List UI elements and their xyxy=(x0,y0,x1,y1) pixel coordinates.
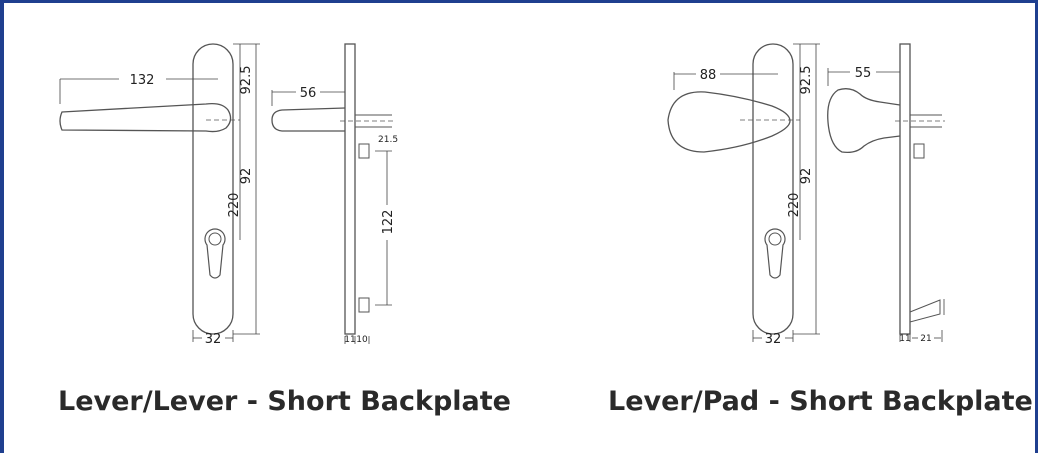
cylinder-hole xyxy=(768,232,782,246)
backplate-outline xyxy=(192,43,234,335)
right-side-view: 55 11 21 xyxy=(827,43,945,344)
dim-total-height: 220 xyxy=(787,193,802,218)
lever-side xyxy=(271,107,346,132)
dim-lever-to-cylinder: 92 xyxy=(799,168,814,185)
pad-side xyxy=(827,88,901,154)
dim-fixing-centres: 122 xyxy=(381,210,396,235)
dim-top-height: 92.5 xyxy=(239,66,254,95)
dim-spindle: 21.5 xyxy=(378,135,398,145)
dim-total-height: 220 xyxy=(227,193,242,218)
caption-lever-pad: Lever/Pad - Short Backplate xyxy=(608,386,1033,417)
dim-lever-length: 132 xyxy=(130,73,155,88)
dim-width: 32 xyxy=(765,332,782,347)
backplate-side xyxy=(899,43,911,335)
dim-plate-thickness-b: 21 xyxy=(920,334,931,344)
dim-lever-to-cylinder: 92 xyxy=(239,168,254,185)
dim-plate-thickness-a: 11 xyxy=(899,334,910,344)
right-front-view: 88 92.5 92 220 32 xyxy=(667,43,820,347)
left-side-view: 21.5 56 122 11 10 xyxy=(271,43,398,345)
lever-handle xyxy=(59,102,232,133)
dim-top-height: 92.5 xyxy=(799,66,814,95)
dim-width: 32 xyxy=(205,332,222,347)
frame-border-right xyxy=(1035,0,1038,453)
pad-handle xyxy=(667,91,791,153)
dim-lever-length: 88 xyxy=(700,68,717,83)
backplate-outline xyxy=(752,43,794,335)
dim-plate-thickness-a: 11 xyxy=(344,335,355,345)
caption-lever-lever: Lever/Lever - Short Backplate xyxy=(58,386,511,417)
dim-plate-thickness-b: 10 xyxy=(356,335,368,345)
dim-pad-projection: 55 xyxy=(855,66,872,81)
euro-cylinder-cutout xyxy=(204,228,226,279)
dim-lever-projection: 56 xyxy=(300,86,317,101)
euro-cylinder-cutout xyxy=(764,228,786,279)
frame-border-top xyxy=(0,0,1038,3)
frame-border-left xyxy=(0,0,4,453)
backplate-side xyxy=(344,43,356,335)
left-front-view: 132 92.5 92 220 32 xyxy=(59,43,260,347)
cylinder-hole xyxy=(208,232,222,246)
